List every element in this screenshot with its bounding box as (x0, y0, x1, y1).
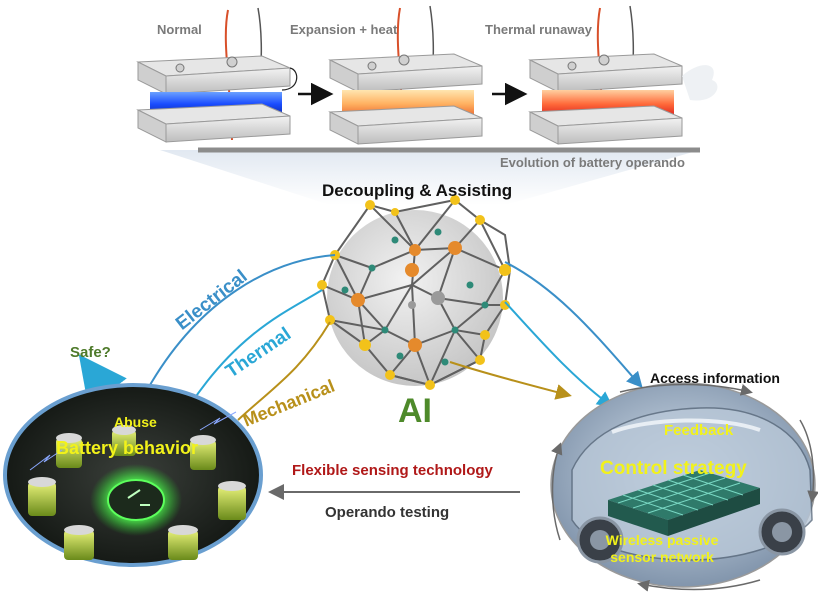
safe-label: Safe? (70, 344, 111, 361)
cycle-arrow-bottom (637, 579, 761, 592)
battery-cell-expansion (328, 5, 483, 145)
control-strategy-label: Control strategy (600, 458, 747, 479)
wireless-network-label: Wireless passive sensor network (605, 532, 719, 565)
cycle-arrow-left (551, 442, 563, 541)
evolution-label: Evolution of battery operando (500, 155, 685, 170)
thermal-out-curve (504, 301, 614, 408)
flexible-sensing-label: Flexible sensing technology (292, 462, 493, 479)
thermal-curve (189, 289, 323, 406)
vehicle-circle (550, 382, 816, 588)
mechanical-out-curve (449, 361, 572, 400)
battery-behavior-label: Battery behavior (56, 438, 199, 458)
electrical-curve (149, 254, 336, 386)
mechanical-curve (237, 321, 331, 421)
ai-network-sphere (317, 195, 512, 390)
projection-beam (160, 150, 700, 205)
battery-pack (608, 470, 760, 536)
electrical-out-curve (504, 261, 643, 388)
stage-label-expansion: Expansion + heat (290, 22, 398, 37)
abuse-label: Abuse (114, 414, 157, 430)
decoupling-title: Decoupling & Assisting (322, 181, 513, 200)
ai-label: AI (398, 392, 432, 430)
stage-label-runaway: Thermal runaway (485, 22, 592, 37)
access-information-label: Access information (650, 370, 780, 386)
battery-cell-normal (136, 7, 298, 143)
cycle-arrow-right (799, 419, 818, 503)
battery-cell-runaway (528, 5, 718, 145)
operando-testing-label: Operando testing (325, 504, 450, 521)
battery-behavior-circle (3, 383, 263, 567)
smoke-plume (682, 65, 718, 101)
feedback-label: Feedback (664, 422, 734, 439)
battery-cylinders (28, 425, 246, 560)
stage-label-normal: Normal (157, 22, 202, 37)
cycle-arrow-top (619, 383, 753, 396)
